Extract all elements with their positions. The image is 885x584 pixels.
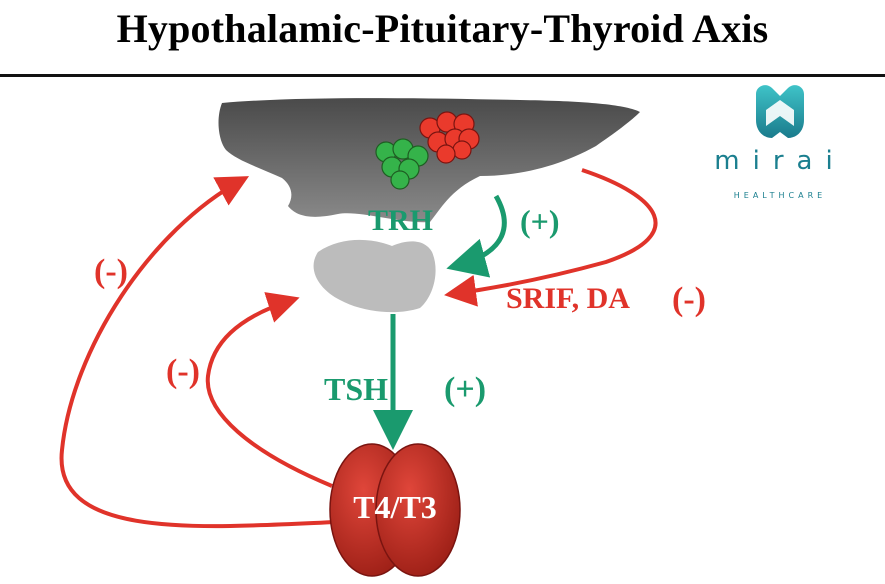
- trh-effect-label: (+): [520, 203, 560, 239]
- red-neuron-cluster: [419, 111, 480, 164]
- thyroid-label: T4/T3: [353, 489, 437, 525]
- srif-da-effect-label: (-): [672, 281, 706, 318]
- page-title: Hypothalamic-Pituitary-Thyroid Axis: [116, 6, 769, 51]
- srif-da-arrow: [444, 168, 658, 307]
- tsh-effect-label: (+): [444, 371, 486, 408]
- tsh-label: TSH: [324, 371, 388, 407]
- green-neuron-cluster: [375, 138, 429, 190]
- brand-name: mirai: [714, 146, 846, 176]
- trh-arrow: [446, 194, 507, 278]
- pituitary-shape: [313, 239, 436, 313]
- feedback-hypothalamus-label: (-): [94, 253, 128, 290]
- trh-label: TRH: [368, 204, 433, 237]
- feedback-pituitary-arrow: [205, 292, 333, 488]
- brand-tagline: HEALTHCARE: [733, 191, 827, 200]
- brand-mark-icon: [756, 85, 804, 138]
- thyroid-gland: [329, 443, 461, 577]
- srif-da-label: SRIF, DA: [506, 282, 630, 315]
- title-divider: [0, 74, 885, 77]
- hypothalamus-shape: [218, 98, 640, 223]
- feedback-hypothalamus-arrow: [59, 176, 337, 529]
- feedback-pituitary-label: (-): [166, 353, 200, 390]
- brand-logo: mirai HEALTHCARE: [700, 80, 870, 210]
